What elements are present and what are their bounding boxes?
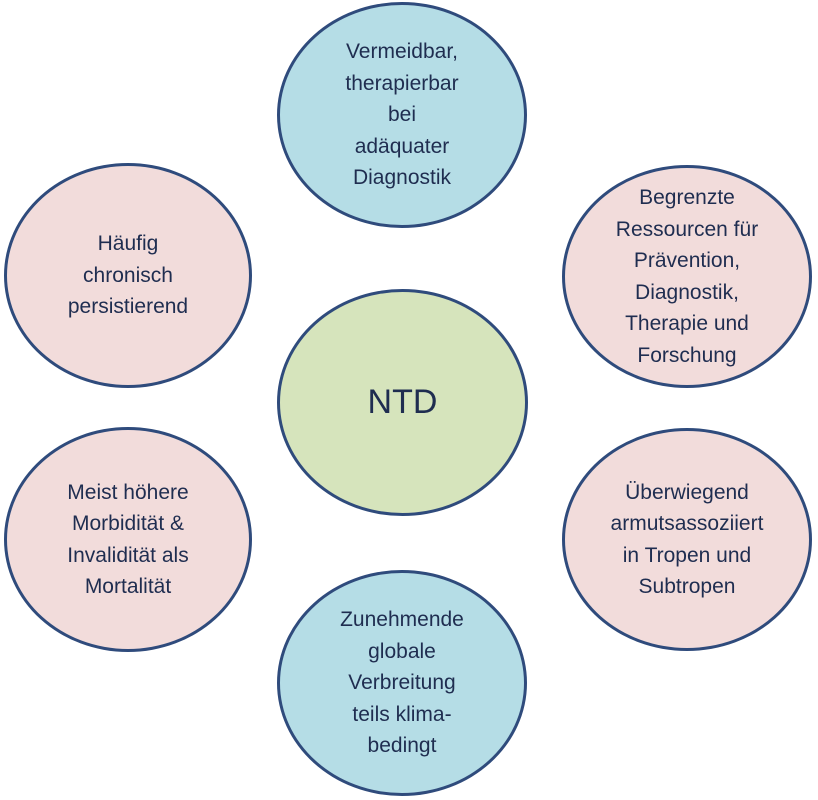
node-upper-right-label: Begrenzte Ressourcen für Prävention, Dia… (615, 186, 759, 367)
node-bottom-spread: Zunehmende globale Verbreitung teils kli… (277, 570, 527, 796)
node-lower-right-poverty: Überwiegend armutsassoziiert in Tropen u… (562, 428, 812, 651)
node-top-preventable: Vermeidbar, therapierbar bei adäquater D… (277, 2, 527, 228)
node-lower-left-morbidity: Meist höhere Morbidität & Invalidität al… (4, 427, 252, 652)
node-upper-left-chronic: Häufig chronisch persistierend (4, 163, 252, 388)
node-center-ntd: NTD (277, 289, 528, 516)
node-center-label: NTD (367, 383, 438, 422)
node-top-label: Vermeidbar, therapierbar bei adäquater D… (345, 40, 459, 190)
node-lower-left-label: Meist höhere Morbidität & Invalidität al… (67, 480, 189, 599)
node-lower-right-label: Überwiegend armutsassoziiert in Tropen u… (610, 480, 764, 599)
node-upper-right-resources: Begrenzte Ressourcen für Prävention, Dia… (562, 165, 812, 388)
node-bottom-label: Zunehmende globale Verbreitung teils kli… (340, 608, 464, 758)
node-upper-left-label: Häufig chronisch persistierend (67, 232, 189, 319)
